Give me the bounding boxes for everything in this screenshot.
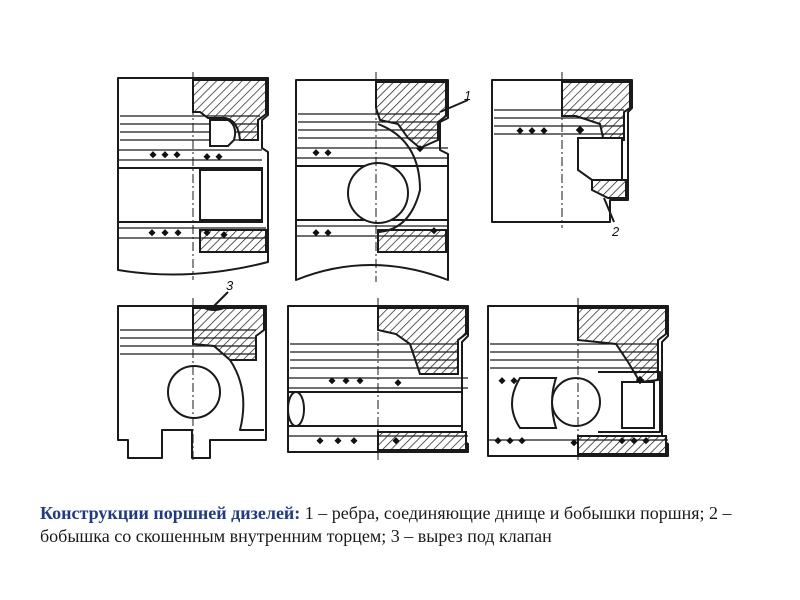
caption-text: 1 – ребра, соединяющие днище и бобышки п… <box>40 503 732 546</box>
callout-2-label: 2 <box>611 224 620 239</box>
callout-1-label: 1 <box>464 88 471 103</box>
piston-drawing-5 <box>287 298 469 460</box>
callout-3-label: 3 <box>226 278 234 293</box>
piston-drawings: 1 2 <box>117 72 669 462</box>
piston-drawing-1 <box>117 72 269 280</box>
caption-lead: Конструкции поршней дизелей: <box>40 503 301 523</box>
figure-caption: Конструкции поршней дизелей: 1 – ребра, … <box>40 502 760 548</box>
piston-drawing-3: 2 <box>491 72 633 239</box>
piston-drawing-6 <box>487 298 669 462</box>
piston-drawing-4: 3 <box>117 278 267 462</box>
piston-drawing-2: 1 <box>295 72 471 282</box>
